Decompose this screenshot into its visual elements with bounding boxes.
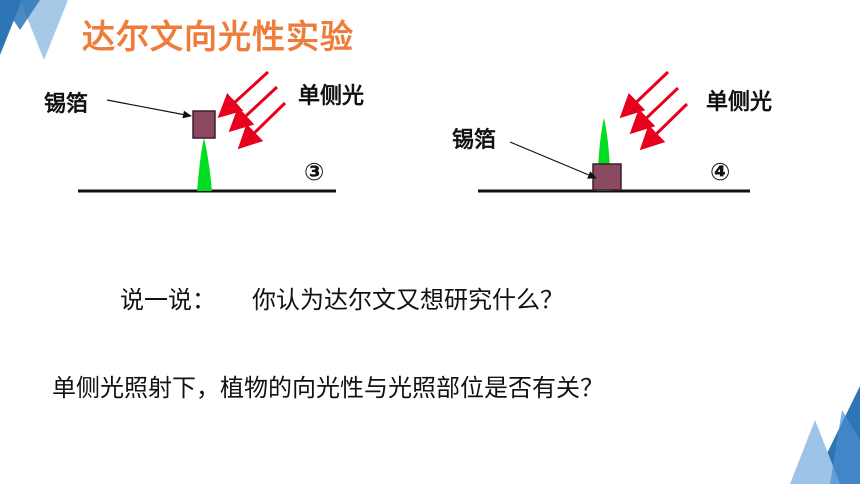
foil-pointer-arrow — [106, 99, 192, 119]
diagram-number-4: ④ — [710, 158, 731, 186]
light-ray — [217, 70, 270, 119]
corner-decoration-top-left — [0, 0, 68, 60]
light-label-4: 单侧光 — [706, 90, 773, 115]
question-prefix: 说一说： — [120, 286, 216, 314]
diagram-4 — [478, 70, 750, 193]
light-ray — [237, 101, 287, 150]
foil-pointer-arrow — [509, 141, 597, 179]
seedling — [197, 138, 212, 191]
question-hypothesis: 单侧光照射下，植物的向光性与光照部位是否有关？ — [52, 374, 604, 402]
diagram-3 — [78, 70, 336, 193]
corner-decoration-bottom-right — [790, 386, 860, 484]
foil-cap — [192, 110, 216, 139]
foil-label-3: 锡箔 — [44, 92, 89, 117]
light-ray — [228, 85, 279, 133]
light-ray — [619, 70, 670, 119]
question-text: 你认为达尔文又想研究什么？ — [252, 286, 564, 314]
foil-band — [592, 163, 622, 191]
light-ray — [629, 86, 680, 135]
foil-label-4: 锡箔 — [452, 128, 497, 153]
page-title: 达尔文向光性实验 — [82, 17, 354, 56]
question-discuss: 说一说： 你认为达尔文又想研究什么？ — [120, 280, 564, 315]
light-label-3: 单侧光 — [298, 84, 365, 109]
light-ray — [639, 102, 689, 151]
diagram-number-3: ③ — [304, 158, 325, 186]
